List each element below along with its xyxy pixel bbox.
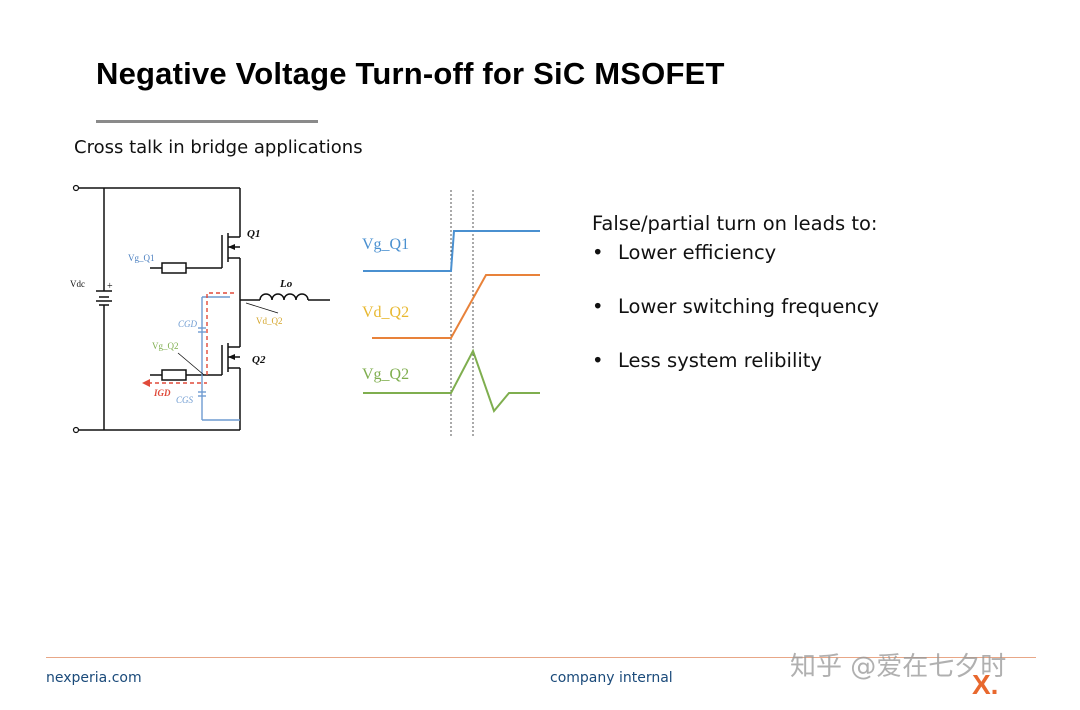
terminal-top <box>72 184 80 192</box>
igd-current-path <box>206 292 236 375</box>
inductor-lo <box>259 293 309 301</box>
label-cgs: CGS <box>176 395 194 405</box>
slide-title: Negative Voltage Turn-off for SiC MSOFET <box>96 56 725 91</box>
label-q1: Q1 <box>247 228 260 240</box>
label-igd: IGD <box>153 388 171 398</box>
wave-label-vd-q2: Vd_Q2 <box>362 304 409 321</box>
half-bridge-circuit-diagram: Vdc + Q1 Q2 Vg_Q1 Vg_Q2 Lo Vd_Q2 CGD CGS… <box>70 184 330 434</box>
wave-label-vg-q2: Vg_Q2 <box>362 366 409 383</box>
footer-classification: company internal <box>550 670 673 686</box>
svg-text:X.: X. <box>972 669 998 700</box>
label-vd-q2: Vd_Q2 <box>256 316 283 326</box>
watermark-text: 知乎 @爱在七夕时 <box>790 652 1007 682</box>
title-underline <box>96 120 318 123</box>
label-lo: Lo <box>279 278 293 290</box>
slide-subtitle: Cross talk in bridge applications <box>74 137 363 158</box>
label-vg-q1: Vg_Q1 <box>128 253 155 263</box>
nexperia-logo-icon: X. <box>972 669 998 700</box>
footer-divider <box>46 657 1036 658</box>
waveform-vd-q2 <box>372 274 540 339</box>
waveform-vg-q1 <box>363 230 540 272</box>
waveform-vg-q2 <box>363 348 540 413</box>
footer-website: nexperia.com <box>46 670 142 686</box>
label-plus: + <box>107 281 113 292</box>
list-lead: False/partial turn on leads to: <box>592 212 878 235</box>
consequences-list: False/partial turn on leads to: •Lower e… <box>592 212 1052 372</box>
list-item: •Lower efficiency <box>592 241 777 264</box>
list-item: •Less system relibility <box>592 349 822 372</box>
terminal-bottom <box>72 426 80 434</box>
label-vdc: Vdc <box>70 279 85 289</box>
label-cgd: CGD <box>178 319 198 329</box>
wave-label-vg-q1: Vg_Q1 <box>362 236 409 253</box>
label-vg-q2: Vg_Q2 <box>152 341 179 351</box>
list-item: •Lower switching frequency <box>592 295 880 318</box>
switching-waveforms: Vg_Q1 Vd_Q2 Vg_Q2 <box>362 190 540 436</box>
label-q2: Q2 <box>252 354 266 366</box>
